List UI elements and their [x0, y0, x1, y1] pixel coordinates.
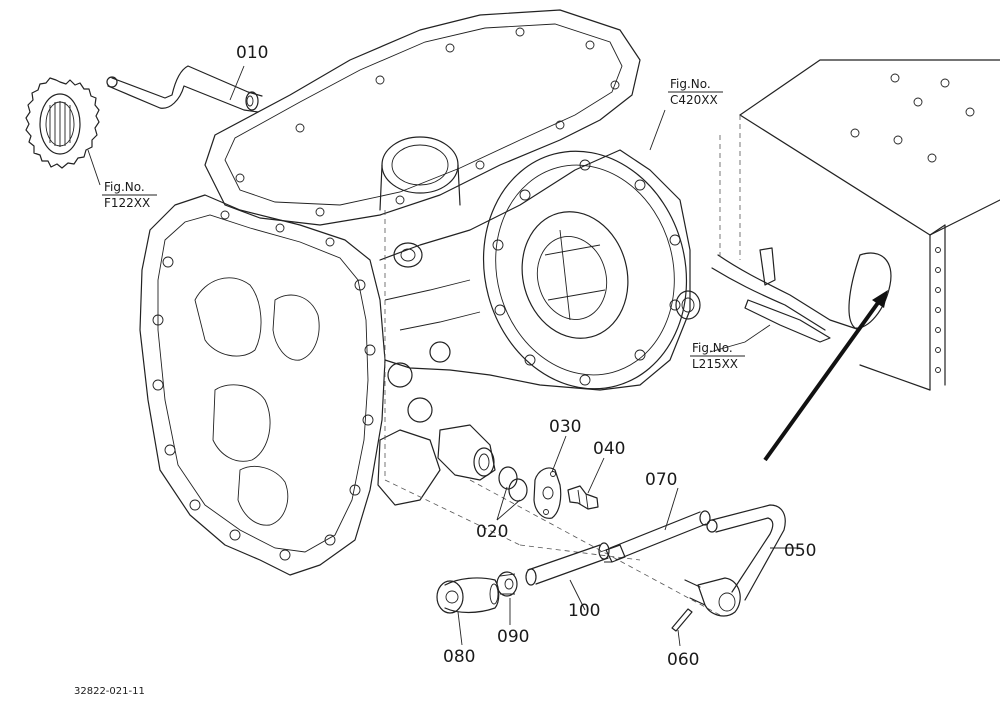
figure-ref-line2: C420XX	[670, 93, 718, 107]
callout-090: 090	[497, 627, 529, 647]
figure-ref-line1: Fig.No.	[104, 180, 145, 194]
pipe-070-drawing	[599, 510, 711, 563]
figure-ref-c420xx: Fig.No. C420XX	[668, 77, 723, 107]
shaft-010-drawing	[106, 65, 263, 113]
callout-100: 100	[568, 601, 600, 621]
callout-050: 050	[784, 541, 816, 561]
figure-ref-line2: F122XX	[104, 196, 150, 210]
o-rings-020-drawing	[498, 466, 528, 502]
figure-ref-f122xx: Fig.No. F122XX	[102, 180, 157, 210]
gear-drawing	[25, 77, 100, 169]
figure-ref-l215xx: Fig.No. L215XX	[690, 341, 745, 371]
frame-drawing	[711, 59, 1000, 391]
nut-090-drawing	[496, 571, 518, 597]
callout-080: 080	[443, 647, 475, 667]
callout-030: 030	[549, 417, 581, 437]
callout-010: 010	[236, 43, 268, 63]
leader-lines	[87, 65, 800, 647]
figure-ref-line2: L215XX	[692, 357, 738, 371]
callout-060: 060	[667, 650, 699, 670]
bolt-040-drawing	[567, 485, 599, 510]
pipe-050-drawing	[684, 504, 786, 617]
gasket-030-drawing	[533, 467, 562, 519]
callout-020: 020	[476, 522, 508, 542]
transmission-housing-drawing	[139, 9, 721, 616]
figure-ref-line1: Fig.No.	[692, 341, 733, 355]
callout-070: 070	[645, 470, 677, 490]
direction-arrow	[763, 290, 888, 462]
figure-ref-line1: Fig.No.	[670, 77, 711, 91]
tube-100-drawing	[525, 542, 610, 586]
pin-060-drawing	[671, 608, 693, 632]
diagram-code: 32822-021-11	[74, 686, 145, 697]
callout-040: 040	[593, 439, 625, 459]
knob-080-drawing	[436, 577, 500, 614]
